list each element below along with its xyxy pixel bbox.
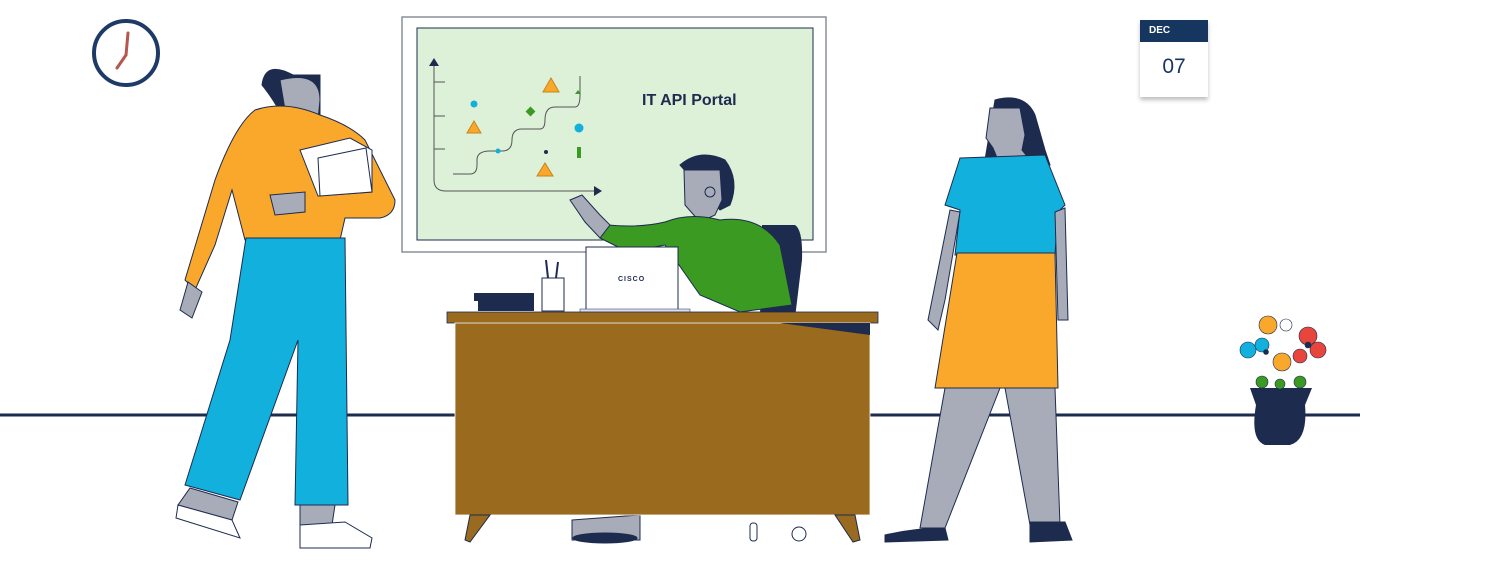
person-standing-left (175, 68, 396, 549)
clock-icon (92, 19, 160, 87)
calendar-month: DEC (1140, 20, 1208, 42)
person-seated (569, 154, 793, 544)
calendar-icon: DEC 07 (1140, 20, 1208, 97)
chart-graphic (433, 65, 595, 192)
desk (446, 311, 879, 543)
flower-pot (1239, 315, 1327, 445)
desk-items (474, 259, 565, 312)
whiteboard (401, 16, 827, 253)
laptop (579, 246, 691, 314)
flowers (1239, 315, 1327, 390)
laptop-brand-logo: CISCO (618, 276, 646, 283)
calendar-day: 07 (1162, 55, 1186, 78)
person-standing-right (884, 97, 1073, 543)
whiteboard-title: IT API Portal (642, 92, 737, 109)
